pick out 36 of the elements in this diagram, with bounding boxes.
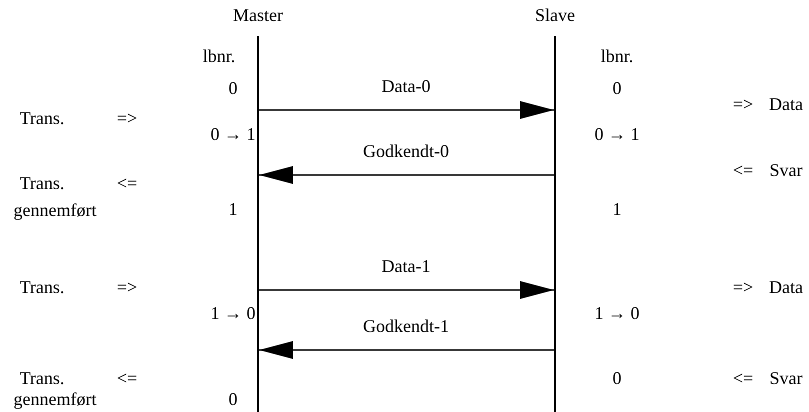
annotation-text: 1: [228, 198, 238, 220]
annotation-text: Trans.: [20, 107, 64, 129]
lifeline-title: Slave: [534, 4, 576, 26]
annotation-text: gennemført: [14, 388, 96, 410]
annotation-text: 1: [612, 198, 622, 220]
annotation-text: 0: [228, 388, 238, 410]
annotation-text: Data: [769, 93, 803, 115]
annotation-text: =>: [116, 276, 138, 298]
annotation-text: Svar: [770, 367, 802, 389]
annotation-text: 1 → 0: [594, 302, 640, 324]
annotation-text: 0: [612, 367, 622, 389]
annotation-text: Trans.: [20, 172, 64, 194]
annotation-text: Data: [769, 276, 803, 298]
annotation-text: <=: [116, 367, 138, 389]
annotation-text: Trans.: [20, 367, 64, 389]
annotation-text: 0: [228, 77, 238, 99]
annotation-text: <=: [732, 159, 754, 181]
annotation-text: <=: [732, 367, 754, 389]
annotation-text: 0 → 1: [594, 123, 640, 145]
arrow: [259, 341, 554, 359]
annotation-text: lbnr.: [600, 45, 634, 67]
arrow: [259, 101, 554, 119]
annotation-text: =>: [116, 107, 138, 129]
annotation-text: <=: [116, 172, 138, 194]
annotation-text: gennemført: [14, 199, 96, 221]
annotation-text: 1 → 0: [210, 302, 256, 324]
lifeline-title: Master: [232, 4, 284, 26]
annotation-text: lbnr.: [202, 45, 236, 67]
annotation-text: Svar: [770, 159, 802, 181]
annotation-text: =>: [732, 93, 754, 115]
annotation-text: 0 → 1: [210, 123, 256, 145]
annotation-text: =>: [732, 276, 754, 298]
annotation-text: 0: [612, 77, 622, 99]
arrow: [259, 166, 554, 184]
arrow: [259, 281, 554, 299]
annotation-text: Trans.: [20, 276, 64, 298]
